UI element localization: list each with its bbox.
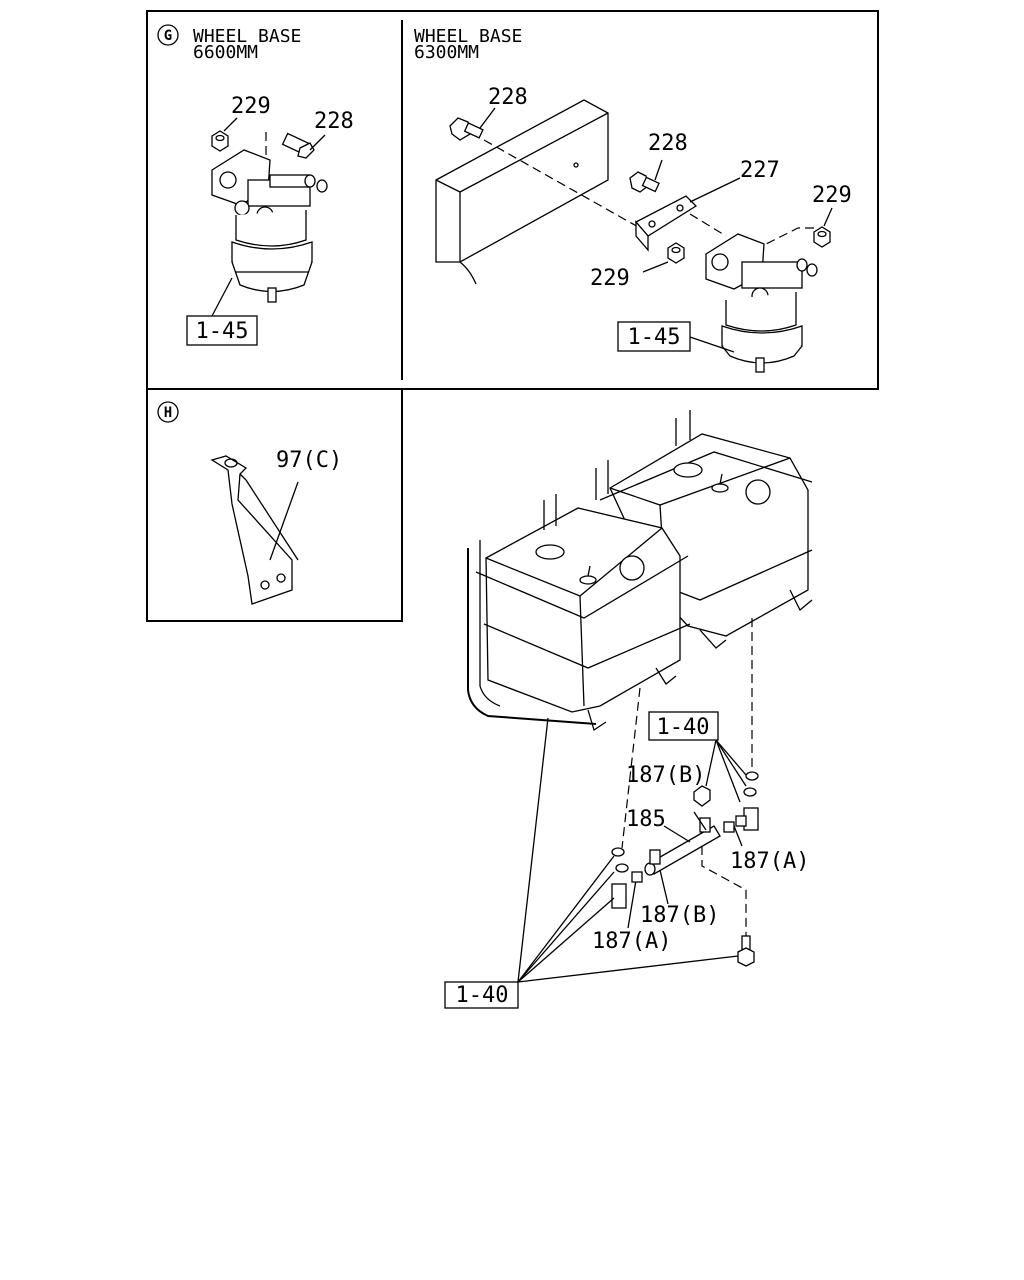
- nut-229-icon: [211, 130, 229, 152]
- leader-187a-low: [627, 879, 637, 929]
- section-marker-g-letter: G: [164, 28, 172, 44]
- label-bracket-97c: 97(C): [276, 448, 342, 473]
- assembly-line-bracket: [689, 213, 727, 237]
- leader-229-low: [642, 261, 669, 273]
- washer-top-icon: [743, 771, 759, 797]
- leader-229-right: [823, 207, 833, 227]
- panel-g-heading-line2: 6600MM: [193, 42, 258, 63]
- leader-228-mid: [654, 159, 663, 181]
- leader-1-40-bottom-b: [517, 855, 615, 983]
- leader-1-40-bottom-c: [517, 871, 615, 983]
- fuel-tank-front-icon: [467, 494, 691, 732]
- drain-bolt-icon: [737, 935, 755, 967]
- bracket-97c-icon: [210, 455, 299, 605]
- leader-1-40-top-b: [715, 739, 741, 803]
- bolt-228-mid-icon: [629, 171, 660, 193]
- leader-97c: [269, 481, 299, 561]
- pipe-185-icon: [644, 817, 735, 876]
- section-marker-g: G: [157, 24, 179, 46]
- leader-187b-low: [659, 869, 669, 905]
- ref-box-1-40-bottom: [444, 981, 519, 1009]
- section-marker-h-letter: H: [164, 405, 172, 421]
- panel-g-right-heading-line1: WHEEL BASE: [414, 26, 522, 47]
- label-ref-1-40-top: 1-40: [657, 715, 710, 740]
- label-nut-229: 229: [231, 94, 271, 119]
- bolt-228-top-icon: [449, 117, 484, 141]
- fuel-filter-icon: [211, 149, 328, 303]
- leader-187a-right: [733, 825, 743, 847]
- leader-1-40-bottom-e: [517, 955, 739, 983]
- label-union-187b-top: 187(B): [626, 763, 705, 788]
- panel-h: H 97(C): [157, 401, 342, 605]
- label-union-187a-right: 187(A): [730, 849, 809, 874]
- leader-1-40-bottom-d: [517, 897, 615, 983]
- fuel-tank-assembly: 1-40 187(B) 185 187(A): [444, 410, 813, 1009]
- frame-rail-icon: [435, 99, 609, 285]
- panel-g-right-heading-line2: 6300MM: [414, 42, 479, 63]
- label-union-187b-low: 187(B): [640, 903, 719, 928]
- label-ref-1-45-right: 1-45: [628, 325, 681, 350]
- bolt-228-icon: [281, 132, 315, 159]
- leader-227: [689, 177, 741, 203]
- assembly-line-right: [757, 227, 814, 249]
- leader-229: [223, 117, 238, 132]
- assembly-line-top: [483, 139, 641, 229]
- bracket-227-icon: [634, 195, 698, 252]
- panel-g-wheelbase-6300: WHEEL BASE 6300MM 228 228: [414, 26, 852, 373]
- ref-box-1-45-g: [186, 315, 258, 346]
- leader-185: [663, 825, 691, 843]
- nut-top-icon: [693, 785, 711, 807]
- leader-1-40-top-d: [715, 739, 747, 776]
- fuel-filter-right-icon: [705, 233, 818, 373]
- panel-g-wheelbase-6600: G WHEEL BASE 6600MM 229 228: [157, 24, 354, 346]
- leader-1-40-bottom-a: [517, 717, 549, 983]
- label-pipe-185: 185: [626, 807, 666, 832]
- assembly-line-drain: [701, 846, 747, 936]
- leader-228: [309, 134, 326, 151]
- leader-1-45-g: [211, 277, 233, 317]
- label-bolt-228-mid: 228: [648, 131, 688, 156]
- leader-1-40-top-a: [705, 739, 717, 787]
- label-nut-229-low: 229: [590, 266, 630, 291]
- union-a-low-icon: [611, 871, 643, 909]
- panel-g-heading-line1: WHEEL BASE: [193, 26, 301, 47]
- label-bolt-228: 228: [314, 109, 354, 134]
- label-ref-1-45-g: 1-45: [196, 319, 249, 344]
- union-a-right-icon: [735, 807, 759, 831]
- ref-box-1-45-right: [617, 321, 691, 352]
- label-union-187a-low: 187(A): [592, 929, 671, 954]
- nut-229-right-icon: [813, 226, 831, 248]
- leader-187b-top: [693, 811, 707, 831]
- label-ref-1-40-bottom: 1-40: [456, 983, 509, 1008]
- leader-1-45-right: [689, 336, 735, 353]
- label-nut-229-right: 229: [812, 183, 852, 208]
- assembly-line-tank-front: [621, 687, 641, 849]
- washer-low-icon: [611, 847, 629, 873]
- leader-1-40-top-c: [715, 739, 747, 787]
- label-bolt-228-top: 228: [488, 85, 528, 110]
- section-marker-h: H: [157, 401, 179, 423]
- leader-228-top: [479, 107, 496, 129]
- label-bracket-227: 227: [740, 158, 780, 183]
- ref-box-1-40-top: [648, 711, 719, 741]
- panel-frames: [146, 10, 879, 622]
- nut-229-low-icon: [667, 242, 685, 264]
